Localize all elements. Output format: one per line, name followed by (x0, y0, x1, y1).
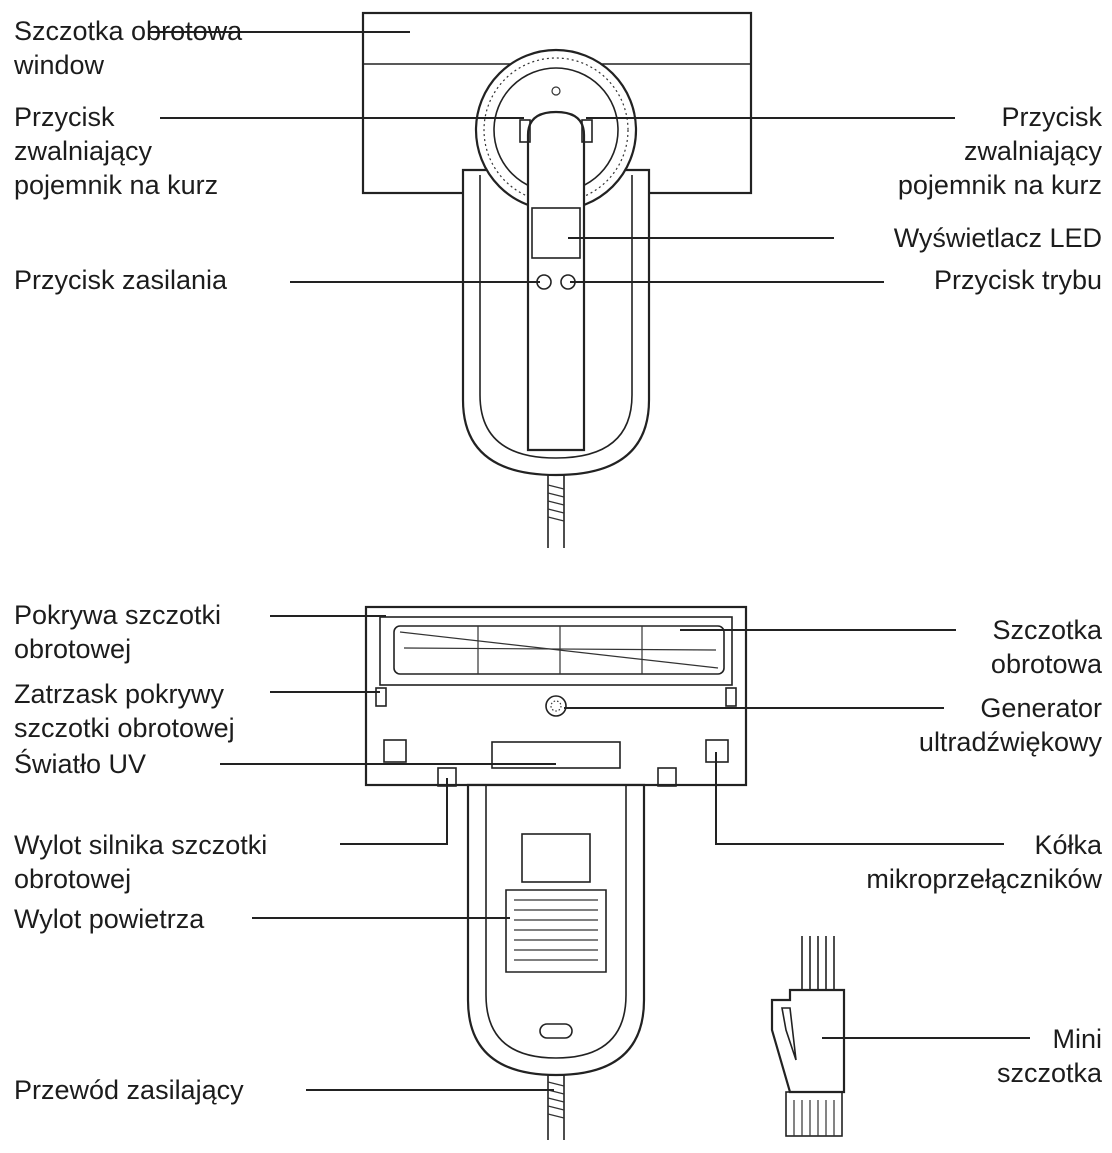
mini-brush-bristles-top (801, 936, 835, 990)
label-mode-button: Przycisk trybu (933, 265, 1102, 295)
bottom-ultrasonic (545, 695, 567, 717)
mini-brush-comb (785, 1091, 843, 1137)
top-view-device (361, 11, 753, 548)
bottom-cover-latch-right (725, 687, 737, 707)
top-cable-strain (547, 484, 565, 522)
top-cable (547, 475, 565, 548)
bottom-view-device (364, 605, 748, 1140)
leader-lines (150, 31, 1030, 1091)
bottom-motor-outlet-right (657, 767, 677, 787)
label-air-outlet: Wylot powietrza (14, 904, 205, 934)
top-led-display (531, 207, 581, 259)
top-handle-inner (479, 175, 633, 459)
bottom-uv-light (491, 741, 621, 769)
mini-brush-drawing (770, 936, 846, 1137)
bottom-handle-inner (485, 785, 627, 1059)
bottom-cover-latch (375, 687, 387, 707)
label-led-display: Wyświetlacz LED (893, 223, 1102, 253)
top-handle-spine (526, 110, 586, 452)
bottom-air-outlet (505, 889, 607, 973)
mini-brush-grip (781, 1007, 797, 1061)
top-release-button-left (519, 119, 531, 143)
bottom-brush-cover (379, 616, 733, 686)
bottom-label-plate (521, 833, 591, 883)
top-window-ribs (483, 57, 629, 203)
bottom-cable-strain (547, 1081, 565, 1119)
bottom-wheel-left (383, 739, 407, 763)
top-window-dot (551, 86, 561, 96)
label-power-button: Przycisk zasilania (14, 265, 228, 295)
bottom-hang-slot (539, 1023, 573, 1039)
label-uv-light: Światło UV (14, 749, 147, 779)
mini-brush-body (770, 988, 846, 1094)
bottom-brush-roll (393, 625, 725, 675)
top-release-button-right (581, 119, 593, 143)
label-power-cord: Przewód zasilający (14, 1075, 244, 1105)
